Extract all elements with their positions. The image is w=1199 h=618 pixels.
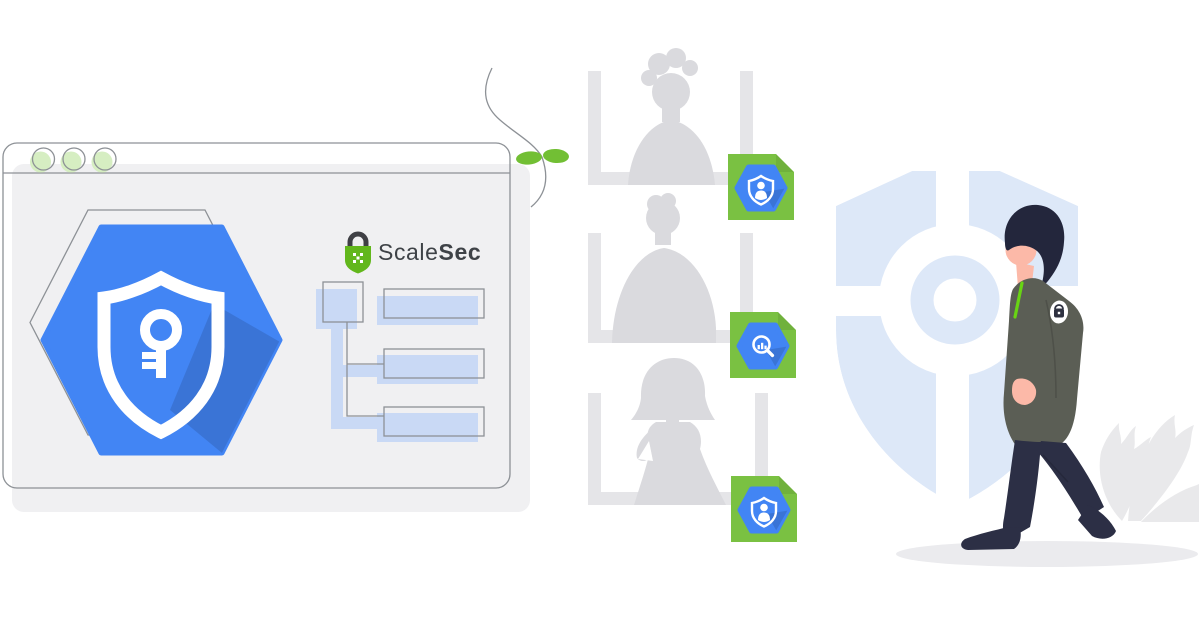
- bigquery-badge-icon: [730, 312, 796, 378]
- logo-sec: Sec: [439, 239, 482, 265]
- sleeve-seam: [1045, 299, 1057, 399]
- flow-node-outline: [383, 348, 485, 379]
- control-dot-fill: [60, 151, 82, 173]
- plant-leaves: [1099, 415, 1199, 522]
- flow-connector-thick: [331, 326, 380, 429]
- person-silhouette-2: [612, 193, 716, 343]
- iam-hexagon-illustration: [29, 209, 283, 456]
- scalesec-lock-icon: [345, 231, 371, 274]
- flow-connector-outline: [346, 322, 384, 417]
- control-dot-outline: [31, 147, 56, 171]
- hexagon-shadow: [170, 304, 280, 453]
- iam-user-badge-icon: [731, 476, 797, 542]
- org-flowchart: [316, 281, 485, 442]
- flow-node-outline: [383, 406, 485, 437]
- frame-bar: [588, 233, 601, 343]
- ground-shadow: [896, 541, 1198, 567]
- trouser-crease: [1042, 454, 1069, 483]
- frame-bar: [588, 393, 601, 505]
- flow-root-outline: [322, 281, 364, 323]
- control-dot-outline: [62, 147, 86, 171]
- person-hair: [1004, 204, 1065, 290]
- jacket-zipper: [1013, 281, 1024, 319]
- service-badges: [728, 154, 797, 542]
- vine-curve: [484, 67, 547, 208]
- person-silhouette-1: [628, 48, 715, 185]
- flow-root-fill: [316, 289, 357, 329]
- iam-shield-key-icon: [97, 270, 225, 440]
- logo-scale: Scale: [378, 239, 439, 265]
- leaf-right: [1141, 484, 1199, 522]
- blue-hexagon: [40, 224, 283, 456]
- leaf-left: [1099, 423, 1151, 521]
- frame-bar: [588, 71, 601, 185]
- flow-node-fill: [377, 413, 478, 442]
- flow-node-fill: [377, 296, 478, 325]
- flow-node-outline: [383, 288, 485, 319]
- window-outline: [2, 142, 511, 489]
- scalesec-wordmark: ScaleSec: [378, 239, 481, 265]
- sprout-leaf: [543, 148, 569, 164]
- window-control-dots: [30, 147, 117, 173]
- person-hand: [1012, 378, 1037, 405]
- sleeve-lock-badge-icon: [1049, 300, 1069, 324]
- iam-user-badge-icon: [728, 154, 794, 220]
- person-silhouette-3: [631, 358, 726, 505]
- person-legs: [961, 440, 1116, 550]
- flow-node-fill: [377, 355, 478, 384]
- sprout-icon: [484, 67, 569, 208]
- team-frames: [588, 48, 768, 505]
- leaf-middle: [1128, 415, 1194, 521]
- browser-window: ScaleSec: [2, 142, 530, 512]
- control-dot-outline: [93, 147, 117, 171]
- shield-ring: [910, 255, 1000, 345]
- scalesec-logo: ScaleSec: [345, 231, 481, 274]
- walking-person: [961, 204, 1116, 550]
- person-jacket: [1003, 278, 1084, 447]
- control-dot-fill: [91, 151, 113, 173]
- sprout-leaf: [516, 151, 542, 165]
- control-dot-fill: [30, 151, 51, 173]
